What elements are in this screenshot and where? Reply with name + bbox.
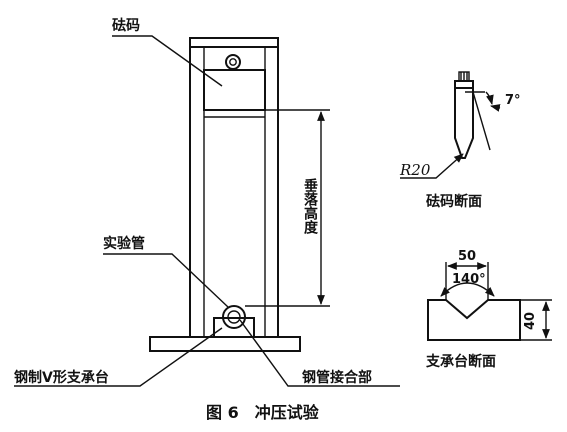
drop-height-label: 垂落高度 [302,177,318,235]
drop-height-dimension [245,109,330,307]
radius-label: R20 [399,161,431,179]
tube-joint-label: 钢管接合部 [302,369,372,386]
support-section-caption: 支承台断面 [425,353,496,370]
width-50-label: 50 [458,249,476,264]
angle-140-label: 140° [452,272,486,287]
angle-7-label: 7° [505,93,521,108]
weight-section-caption: 砝码断面 [426,193,482,210]
weight-label: 砝码 [112,17,140,34]
test-pipe-assembly [213,305,255,338]
test-pipe [222,305,246,329]
height-40-label: 40 [523,312,538,330]
frame-top-cap [189,37,279,48]
weight-hook-ring [225,54,241,70]
weight-section-drawing [400,71,501,179]
test-tube-label: 实验管 [103,235,145,252]
support-section-drawing [427,262,552,341]
figure-caption: 图 6 冲压试验 [206,403,320,422]
v-support-block [213,317,255,338]
base-plate [149,336,301,352]
drop-weight [203,54,266,118]
v-support-label: 钢制V形支承台 [14,369,109,386]
